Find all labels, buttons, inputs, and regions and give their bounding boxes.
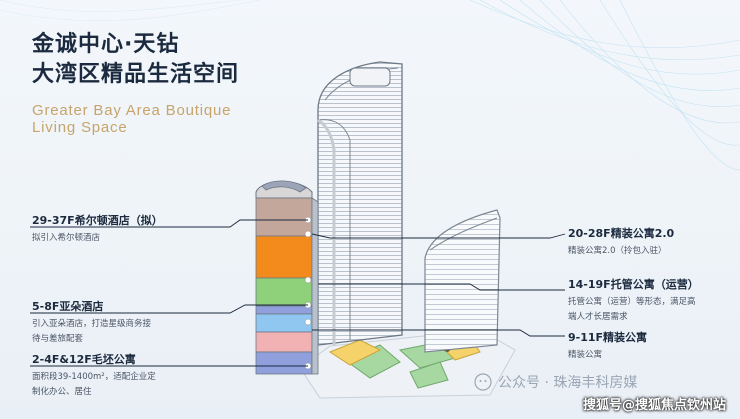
leader-lines <box>30 219 566 367</box>
wave-decoration-left <box>0 0 261 22</box>
label-apt9-title: 9-11F精装公寓 <box>568 331 648 344</box>
label-managed: 14-19F托管公寓（运营） 托管公寓（运营）等形态，满足高 端人才长居需求 <box>568 276 699 325</box>
label-atour-desc2: 待与差旅配套 <box>32 334 84 344</box>
label-atour-title: 5-8F亚朵酒店 <box>32 300 104 313</box>
title-en-line2: Living Space <box>32 119 128 136</box>
label-hilton-desc: 拟引入希尔顿酒店 <box>32 233 101 243</box>
label-hilton-title: 29-37F希尔顿酒店（拟） <box>32 214 163 227</box>
label-managed-title: 14-19F托管公寓（运营） <box>568 278 699 291</box>
label-rough-title: 2-4F&12F毛坯公寓 <box>32 353 136 366</box>
label-atour: 5-8F亚朵酒店 引入亚朵酒店，打造星级商务接 待与差旅配套 <box>32 298 151 347</box>
wechat-icon <box>474 373 492 391</box>
label-apt20-title: 20-28F精装公寓2.0 <box>568 227 675 240</box>
label-apt20-desc: 精装公寓2.0（拎包入驻） <box>568 246 667 256</box>
label-managed-desc1: 托管公寓（运营）等形态，满足高 <box>568 297 696 307</box>
wave-decoration <box>469 0 740 171</box>
label-rough-desc2: 制化办公、居住 <box>32 387 92 397</box>
label-atour-desc1: 引入亚朵酒店，打造星级商务接 <box>32 319 152 329</box>
label-rough-desc1: 面积段39-1400m²，适配企业定 <box>32 372 156 382</box>
left-tower <box>255 180 319 375</box>
main-tower <box>317 61 403 346</box>
watermark-text: 公众号 · 珠海丰科房媒 <box>498 375 638 391</box>
title-block: 金诚中心·天钻 大湾区精品生活空间 Greater Bay Area Bouti… <box>32 30 239 136</box>
label-apt9: 9-11F精装公寓 精装公寓 <box>568 329 647 363</box>
label-rough: 2-4F&12F毛坯公寓 面积段39-1400m²，适配企业定 制化办公、居住 <box>32 351 156 400</box>
label-apt20: 20-28F精装公寓2.0 精装公寓2.0（拎包入驻） <box>568 225 674 259</box>
label-apt9-desc: 精装公寓 <box>568 350 603 360</box>
label-hilton: 29-37F希尔顿酒店（拟） 拟引入希尔顿酒店 <box>32 212 163 246</box>
wechat-watermark: 公众号 · 珠海丰科房媒 <box>474 372 637 392</box>
title-en-line1: Greater Bay Area Boutique <box>32 102 232 119</box>
title-line2: 大湾区精品生活空间 <box>32 62 240 87</box>
footer-credit: 搜狐号@搜狐焦点钦州站 <box>582 398 726 413</box>
right-tower <box>424 209 501 353</box>
label-managed-desc2: 端人才长居需求 <box>568 312 628 322</box>
title-line1: 金诚中心·天钻 <box>32 32 180 57</box>
